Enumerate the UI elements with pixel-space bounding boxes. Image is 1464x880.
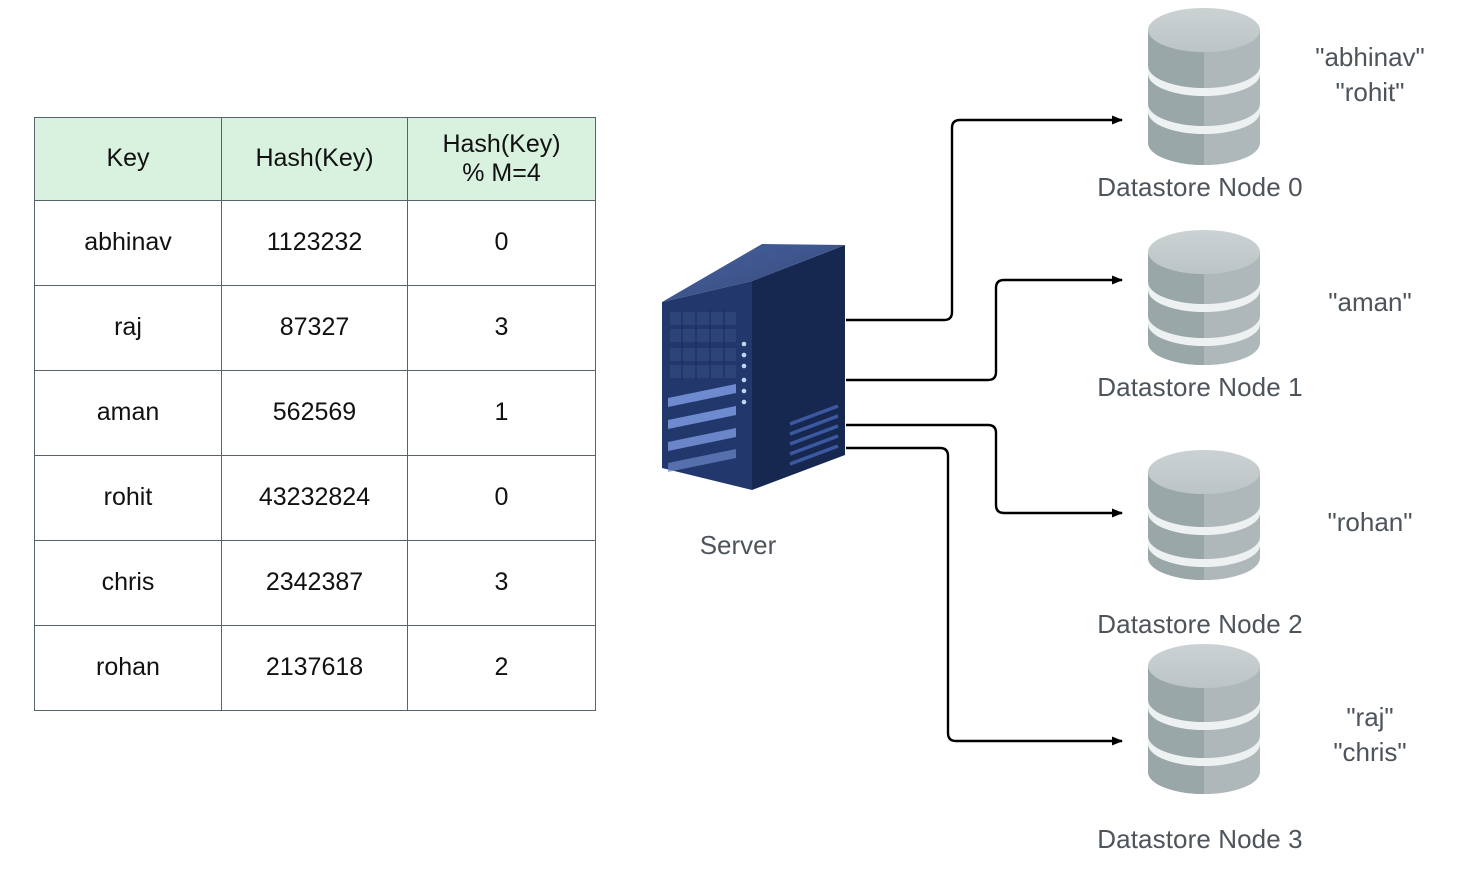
key-chip: "rohit" (1335, 77, 1405, 108)
cell-hash: 562569 (221, 370, 408, 456)
connector-arrows (846, 115, 1123, 746)
cell-key: rohan (34, 625, 222, 711)
key-chip: "abhinav" (1315, 42, 1425, 72)
column-header-key: Key (34, 117, 222, 201)
table-header-row: Key Hash(Key) Hash(Key) % M=4 (34, 117, 596, 201)
server-drive-bays (668, 384, 736, 472)
datastore-node-2-keys: "rohan" (1282, 505, 1458, 540)
server-icon (662, 244, 845, 490)
column-header-hash: Hash(Key) (221, 117, 408, 201)
cell-mod: 3 (407, 540, 596, 626)
datastore-node-0-keys: "abhinav" "rohit" (1282, 40, 1458, 110)
cell-hash: 87327 (221, 285, 408, 371)
arrow-server-to-node-1 (846, 275, 1123, 382)
datastore-node-3-keys: "raj" "chris" (1282, 700, 1458, 770)
cell-mod: 1 (407, 370, 596, 456)
cell-key: rohit (34, 455, 222, 541)
datastore-node-0-label: Datastore Node 0 (1097, 172, 1303, 202)
cell-hash: 43232824 (221, 455, 408, 541)
cell-mod: 2 (407, 625, 596, 711)
column-header-hash-mod: Hash(Key) % M=4 (407, 117, 596, 201)
cell-key: chris (34, 540, 222, 626)
cell-key: abhinav (34, 200, 222, 286)
cell-hash: 2137618 (221, 625, 408, 711)
key-chip: "raj" (1346, 702, 1394, 732)
column-header-hash-mod-line1: Hash(Key) (442, 129, 561, 158)
cell-key: aman (34, 370, 222, 456)
datastore-node-2-label: Datastore Node 2 (1097, 609, 1303, 639)
server-label: Server (699, 530, 777, 560)
column-header-hash-mod-line2: % M=4 (462, 159, 541, 187)
arrow-server-to-node-0 (846, 115, 1123, 322)
key-chip: "aman" (1328, 287, 1412, 317)
key-chip: "rohan" (1327, 507, 1413, 537)
cell-mod: 0 (407, 200, 596, 286)
datastore-node-3-icon (1148, 644, 1260, 794)
cell-mod: 0 (407, 455, 596, 541)
cell-hash: 2342387 (221, 540, 408, 626)
server-vent-lines (681, 309, 725, 380)
datastore-node-2-icon (1148, 450, 1260, 580)
cell-hash: 1123232 (221, 200, 408, 286)
server-side-louvers (789, 404, 839, 466)
datastore-node-0-icon (1148, 8, 1260, 165)
arrow-server-to-node-2 (846, 423, 1123, 518)
cell-key: raj (34, 285, 222, 371)
datastore-node-1-label: Datastore Node 1 (1097, 372, 1303, 402)
datastore-node-1-keys: "aman" (1282, 285, 1458, 320)
key-chip: "chris" (1333, 737, 1407, 768)
cell-mod: 3 (407, 285, 596, 371)
server-status-leds (741, 341, 747, 405)
server-vent-grid (670, 312, 736, 378)
arrow-server-to-node-3 (846, 446, 1123, 746)
datastore-node-3-label: Datastore Node 3 (1097, 824, 1303, 854)
datastore-node-1-icon (1148, 230, 1260, 365)
